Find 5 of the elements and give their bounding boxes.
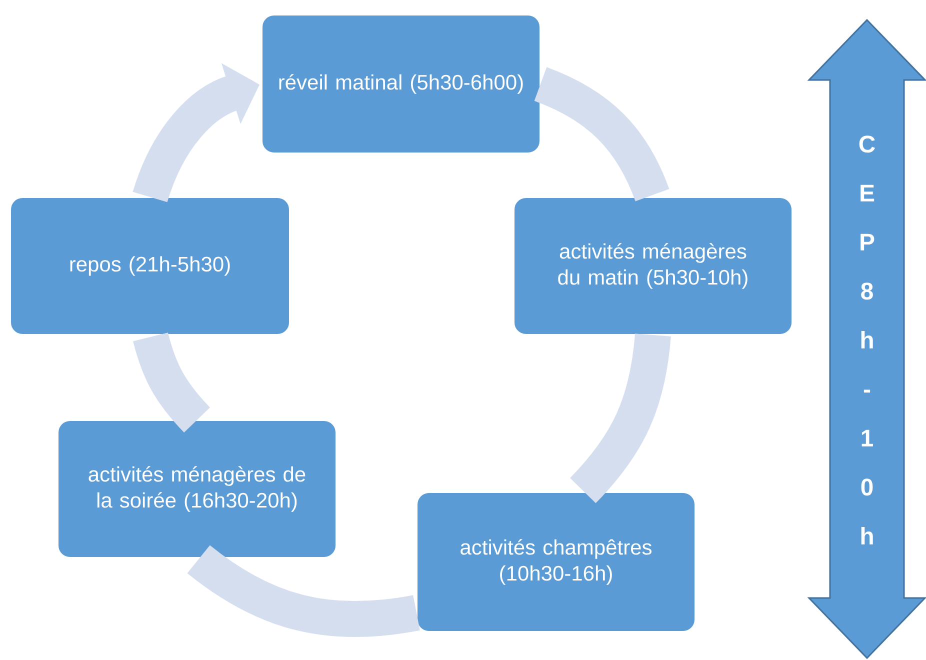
process-box: activités ménagères du matin (5h30-10h)	[514, 196, 792, 335]
process-box: repos (21h-5h30)	[10, 196, 290, 335]
process-box: réveil matinal (5h30-6h00)	[262, 14, 540, 154]
process-box: activités champêtres (10h30-16h)	[416, 492, 696, 632]
process-box: activités ménagères de la soirée (16h30-20h)	[58, 420, 336, 558]
